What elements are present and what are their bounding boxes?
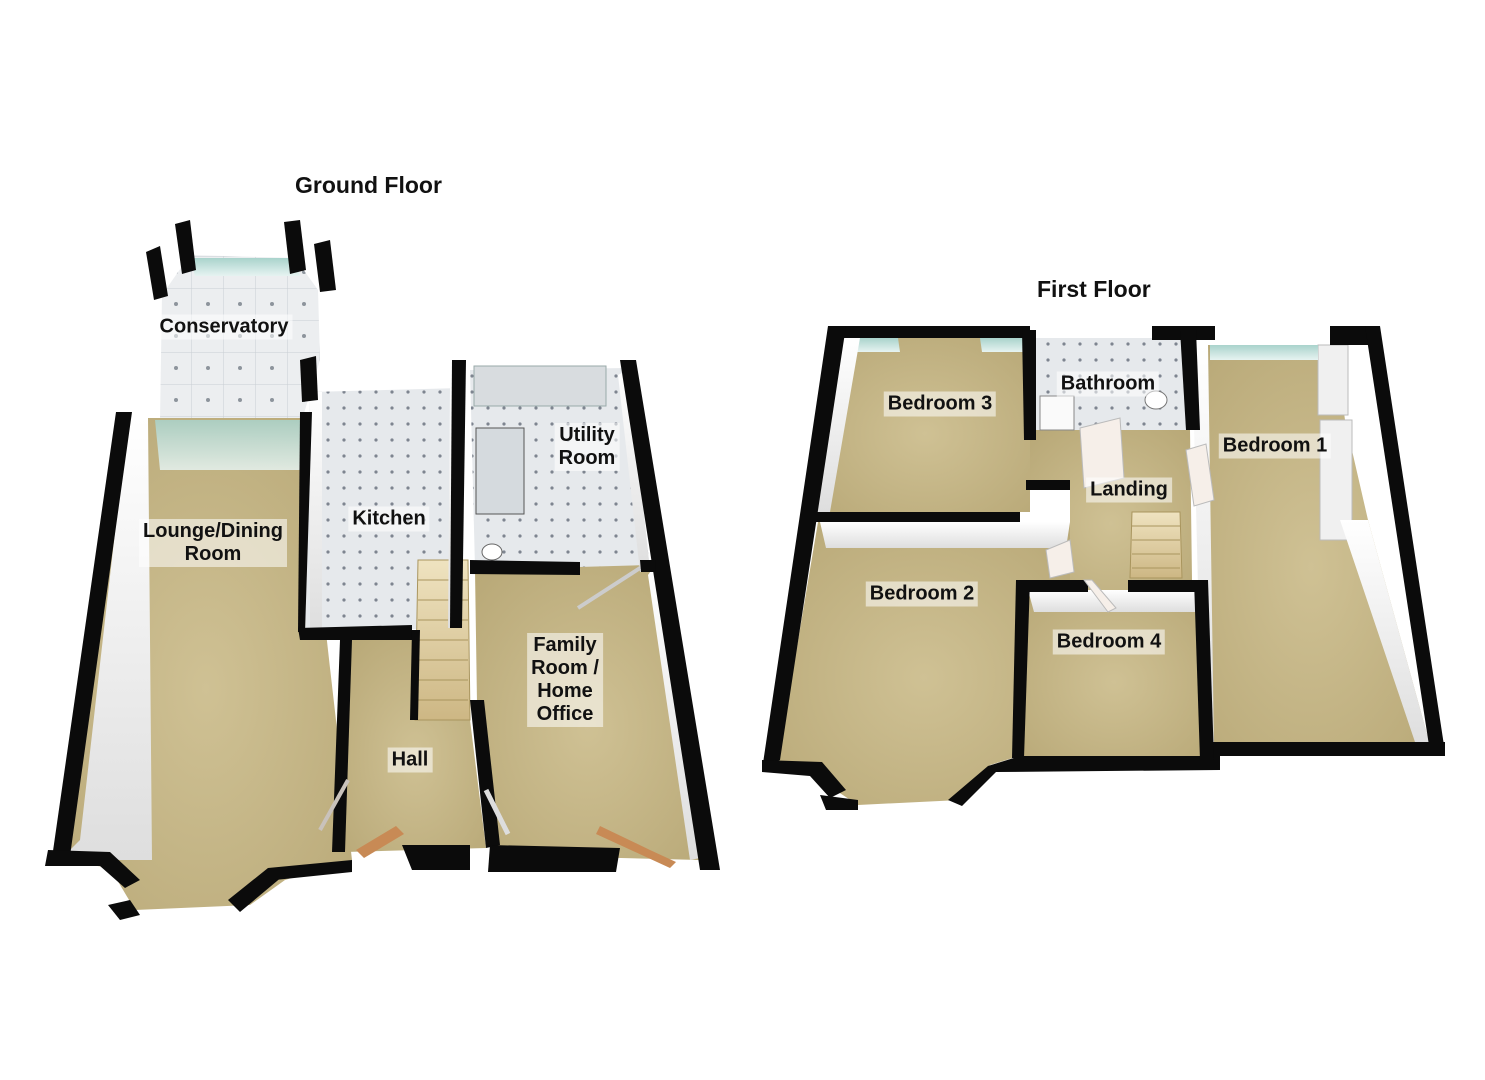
bedroom1-label: Bedroom 1 <box>1218 433 1332 459</box>
landing-label: Landing <box>1086 477 1172 503</box>
bedroom4-label: Bedroom 4 <box>1052 629 1166 655</box>
toilet-icon <box>481 543 503 561</box>
conservatory-glass <box>155 420 302 470</box>
utility-units <box>473 365 607 407</box>
bedroom3-floor <box>820 338 1030 512</box>
bedroom1-floor <box>1192 345 1430 748</box>
conservatory-label: Conservatory <box>155 314 293 340</box>
first-floor-plan <box>762 326 1445 810</box>
ground-floor-title: Ground Floor <box>295 172 442 198</box>
hall-floor <box>345 640 486 852</box>
shower-cubicle <box>475 427 525 515</box>
family-room-label: Family Room / Home Office <box>527 633 603 727</box>
lounge-dining-label: Lounge/Dining Room <box>139 519 287 567</box>
patio-door <box>596 826 676 868</box>
bedroom3-label: Bedroom 3 <box>883 391 997 417</box>
ground-walls <box>45 220 720 920</box>
front-door <box>356 826 404 858</box>
first-floor-walls <box>762 326 1445 810</box>
bathroom-label: Bathroom <box>1056 371 1160 397</box>
first-floor-title: First Floor <box>1037 276 1151 302</box>
bedroom4-floor <box>1022 590 1206 758</box>
first-stairs <box>1129 511 1183 579</box>
conservatory-glass-top <box>190 258 300 276</box>
utility-room-label: Utility Room <box>554 423 620 471</box>
bath-tub <box>1039 395 1075 431</box>
ground-floor-plan <box>45 220 720 920</box>
bedroom2-label: Bedroom 2 <box>865 581 979 607</box>
kitchen-label: Kitchen <box>348 506 430 532</box>
hall-label: Hall <box>387 747 433 773</box>
bedroom2-floor <box>778 522 1070 805</box>
